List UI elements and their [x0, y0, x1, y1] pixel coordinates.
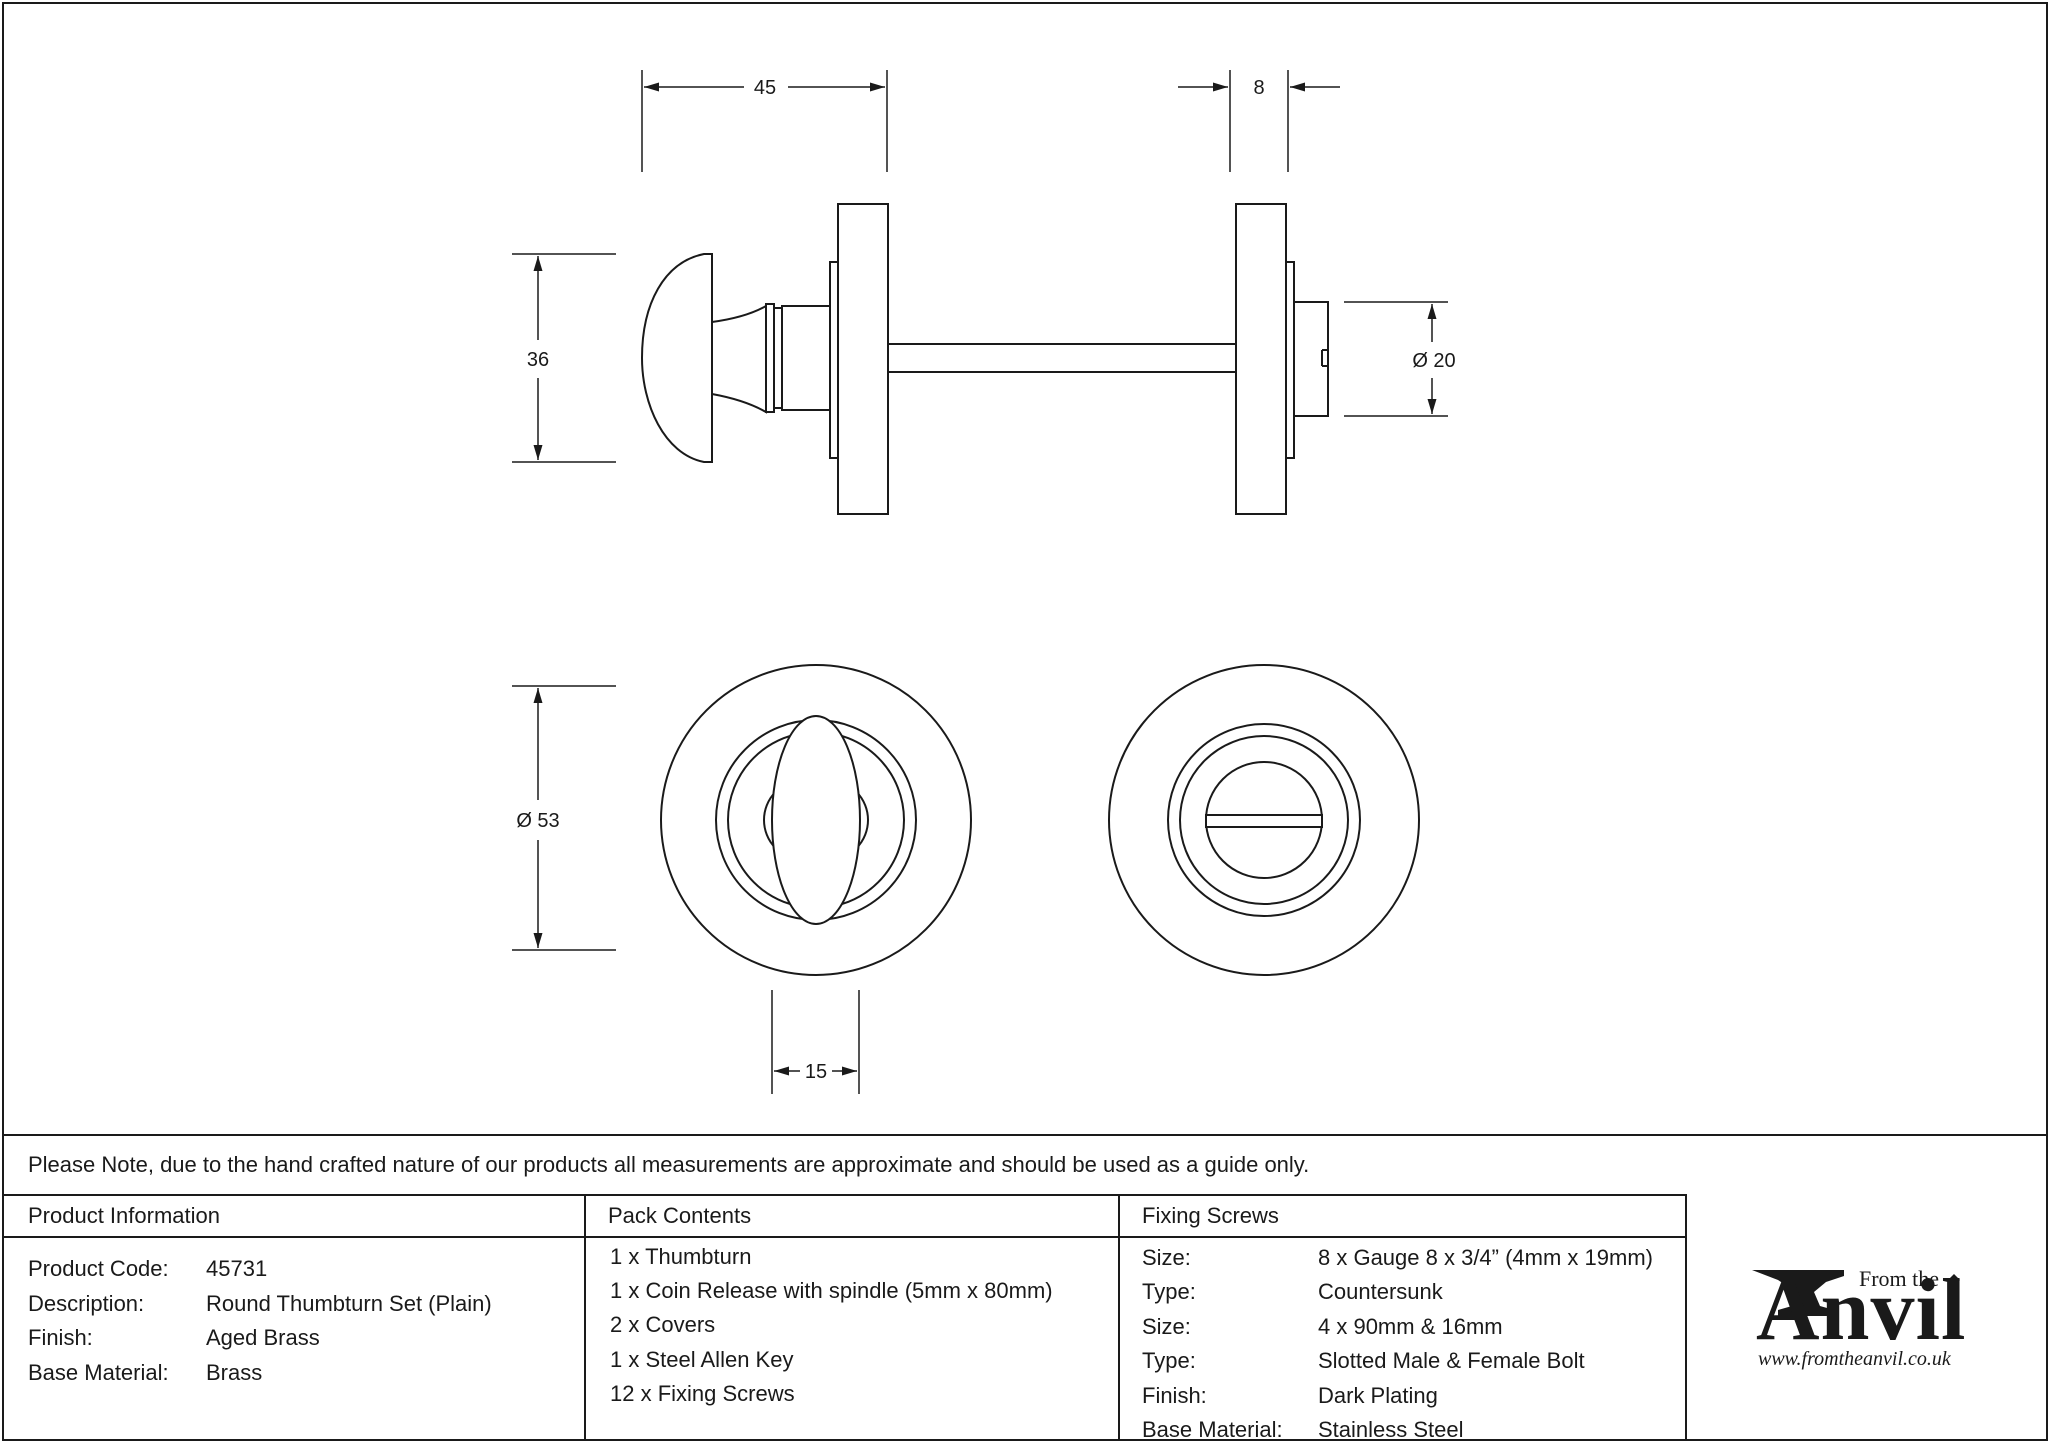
column-divider-1 [584, 1194, 586, 1439]
release-rose-ring [1167, 723, 1361, 917]
release-rose-inner [1179, 735, 1349, 905]
release-rose-outer [1108, 664, 1420, 976]
knob-collar [781, 305, 831, 411]
product-code-label: Product Code: [28, 1256, 169, 1281]
logo-small-text: From the [1859, 1266, 1940, 1291]
bolt-size-label: Size: [1142, 1314, 1191, 1339]
side-view [640, 203, 1329, 515]
dim-8-label: 8 [1253, 77, 1264, 99]
description-label: Description: [28, 1291, 145, 1316]
description-value: Round Thumbturn Set (Plain) [206, 1291, 492, 1316]
dim-20-label: Ø 20 [1412, 350, 1455, 372]
pack-item: 1 x Steel Allen Key [610, 1347, 794, 1372]
product-code-value: 45731 [206, 1256, 268, 1281]
technical-drawing: 45 8 36 Ø 20 Ø 53 15 [512, 70, 1456, 1094]
screw-size-value: 8 x Gauge 8 x 3/4” (4mm x 19mm) [1318, 1245, 1653, 1270]
base-material-label: Base Material: [28, 1360, 169, 1385]
thumbturn-lever [771, 715, 861, 925]
dim-45-label: 45 [754, 77, 776, 99]
header-bottom-border [4, 1236, 1687, 1238]
logo-brand-text: Anvil [1756, 1262, 1967, 1359]
thumbturn-rose-outer [660, 664, 972, 976]
left-rose-lip [829, 261, 839, 459]
finish-label: Finish: [28, 1325, 93, 1350]
thumbturn-front-view [660, 664, 972, 976]
neck-ring-2 [773, 307, 783, 409]
release-bolt [1293, 301, 1329, 417]
pack-item: 1 x Coin Release with spindle (5mm x 80m… [610, 1278, 1053, 1303]
logo-url: www.fromtheanvil.co.uk [1758, 1348, 1951, 1370]
screw-size-label: Size: [1142, 1245, 1191, 1270]
neck-ring-1 [765, 303, 775, 413]
product-info-heading: Product Information [28, 1203, 220, 1228]
finish-value: Aged Brass [206, 1325, 320, 1350]
spindle [887, 343, 1237, 373]
release-coin-slot [1205, 814, 1323, 828]
pack-item: 12 x Fixing Screws [610, 1381, 795, 1406]
screw-type-label: Type: [1142, 1279, 1196, 1304]
dim-36-label: 36 [527, 349, 549, 371]
right-rose-lip [1285, 261, 1295, 459]
header-top-border [4, 1194, 1687, 1196]
column-divider-3 [1685, 1194, 1687, 1439]
disclaimer-note: Please Note, due to the hand crafted nat… [28, 1152, 1310, 1177]
dim-53-label: Ø 53 [516, 810, 559, 832]
bolt-size-value: 4 x 90mm & 16mm [1318, 1314, 1503, 1339]
pack-contents-heading: Pack Contents [608, 1203, 752, 1228]
dim-15-label: 15 [805, 1061, 827, 1083]
base-material-value: Brass [206, 1360, 263, 1385]
release-front-view [1108, 664, 1420, 976]
table-top-border [4, 1134, 2046, 1136]
right-rose [1235, 203, 1287, 515]
knob-neck [711, 304, 767, 414]
front-dimensions [512, 685, 860, 1094]
left-rose [837, 203, 889, 515]
anvil-icon [1752, 1270, 1844, 1316]
knob-dome [640, 253, 713, 463]
pack-item: 1 x Thumbturn [610, 1244, 752, 1269]
screw-base-material-value: Stainless Steel [1318, 1417, 1464, 1442]
bolt-type-value: Slotted Male & Female Bolt [1318, 1348, 1585, 1373]
screw-finish-label: Finish: [1142, 1383, 1207, 1408]
screw-type-value: Countersunk [1318, 1279, 1443, 1304]
screw-base-material-label: Base Material: [1142, 1417, 1283, 1442]
fixing-screws-heading: Fixing Screws [1142, 1203, 1279, 1228]
diamond-icon [1948, 1274, 1960, 1286]
bolt-type-label: Type: [1142, 1348, 1196, 1373]
screw-finish-value: Dark Plating [1318, 1383, 1438, 1408]
column-divider-2 [1118, 1194, 1120, 1439]
pack-item: 2 x Covers [610, 1312, 716, 1337]
side-dimensions [512, 70, 1448, 463]
